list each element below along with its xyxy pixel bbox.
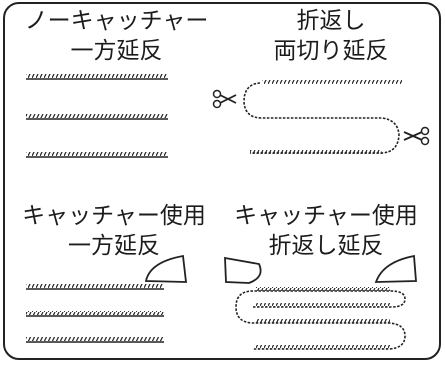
title-no-catcher-line2: 一方延反: [70, 38, 163, 64]
q4-folded-fabric: [235, 287, 406, 350]
q1-fabric-layers: [26, 74, 168, 158]
q2-folded-fabric: [243, 80, 402, 154]
scissors-icon: [403, 126, 430, 146]
catcher-blade-icon: [224, 256, 262, 284]
title-catcher-fold-line1: キャッチャー使用: [234, 203, 418, 229]
fabric-layer: [26, 284, 164, 290]
diagram-frame: [3, 2, 441, 360]
q3-fabric-layers: [26, 284, 164, 343]
fabric-layer: [26, 152, 168, 158]
title-fold-cut-line1: 折返し: [296, 8, 366, 34]
fabric-layer: [26, 114, 168, 120]
catcher-blade-icon: [374, 254, 417, 283]
title-catcher-one-way-line2: 一方延反: [68, 233, 160, 259]
scissors-icon: [212, 89, 237, 109]
title-catcher-fold-line2: 折返し延反: [268, 233, 384, 259]
title-catcher-one-way-line1: キャッチャー使用: [22, 203, 206, 229]
fabric-layer: [26, 311, 164, 317]
catcher-blade-icon: [144, 254, 188, 283]
title-fold-cut-line2: 両切り延反: [273, 38, 389, 64]
title-no-catcher-line1: ノーキャッチャー: [24, 8, 209, 34]
fabric-layer: [26, 337, 164, 343]
fabric-layer: [26, 74, 168, 80]
